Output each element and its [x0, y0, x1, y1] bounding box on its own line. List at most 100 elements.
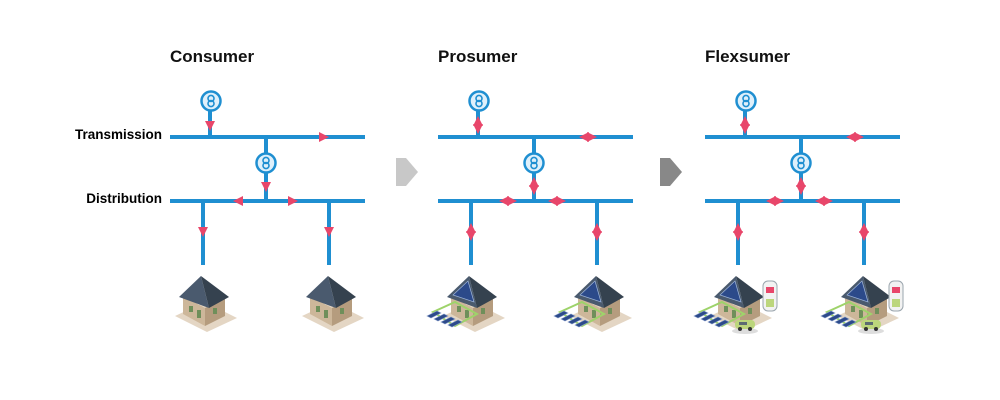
- arrow-down-icon: [198, 227, 208, 237]
- arrow-down-icon: [740, 124, 750, 134]
- roof-solar-panel: [846, 280, 869, 303]
- ground-solar-panel: [553, 310, 569, 319]
- solar-house-icon: [426, 276, 505, 332]
- arrow-left-icon: [766, 196, 776, 206]
- arrow-down-icon: [466, 231, 476, 241]
- panel-title: Prosumer: [438, 47, 518, 66]
- bidirectional-arrow-icon: [548, 196, 566, 206]
- house-icon: [302, 276, 364, 332]
- car-wheel: [874, 327, 878, 331]
- arrow-up-icon: [466, 223, 476, 233]
- ground-solar-panel: [820, 310, 836, 319]
- roof-solar-panel: [452, 280, 475, 303]
- arrow-down-icon: [859, 231, 869, 241]
- arrow-left-icon: [579, 132, 589, 142]
- bidirectional-arrow-icon: [499, 196, 517, 206]
- transformer-icon: [200, 90, 222, 112]
- car-wheel: [738, 327, 742, 331]
- window: [875, 308, 879, 314]
- bidirectional-arrow-icon: [796, 177, 806, 195]
- ground-solar-panel: [426, 310, 442, 319]
- chevron-arrow-icon: [660, 158, 682, 186]
- arrow-right-icon: [507, 196, 517, 206]
- arrow-up-icon: [796, 177, 806, 187]
- transformer-icon: [255, 152, 277, 174]
- wall-left: [183, 296, 205, 326]
- panel-prosumer: Prosumer: [426, 47, 633, 332]
- window: [189, 306, 193, 312]
- car-wheel: [748, 327, 752, 331]
- arrow-down-icon: [324, 227, 334, 237]
- roof-right: [736, 276, 764, 308]
- car-window: [739, 322, 747, 325]
- arrow-left-icon: [846, 132, 856, 142]
- arrow-up-icon: [473, 116, 483, 126]
- window: [340, 308, 344, 314]
- roof-left: [179, 276, 209, 308]
- window: [724, 306, 728, 312]
- window: [748, 308, 752, 314]
- arrow-down-icon: [592, 231, 602, 241]
- roof-left: [306, 276, 336, 308]
- panel-title: Consumer: [170, 47, 254, 66]
- arrow-right-icon: [319, 132, 329, 142]
- coil-bottom: [207, 99, 215, 108]
- arrow-down-icon: [473, 124, 483, 134]
- bidirectional-arrow-icon: [766, 196, 784, 206]
- arrow-down-icon: [796, 185, 806, 195]
- chevron-arrow-icon: [396, 158, 418, 186]
- roof-solar-panel: [579, 280, 602, 303]
- coil-bottom: [742, 99, 750, 108]
- ev-charger-icon: [762, 280, 778, 312]
- door: [732, 310, 736, 318]
- arrow-right-icon: [556, 196, 566, 206]
- ground-solar-panel: [440, 316, 456, 325]
- electric-car-icon: [732, 320, 758, 334]
- bidirectional-arrow-icon: [740, 116, 750, 134]
- bidirectional-arrow-icon: [579, 132, 597, 142]
- ground-solar-panel: [827, 313, 843, 322]
- bidirectional-arrow-icon: [846, 132, 864, 142]
- arrow-right-icon: [288, 196, 298, 206]
- solar-house-icon: [820, 276, 899, 332]
- bidirectional-arrow-icon: [815, 196, 833, 206]
- wall-left: [310, 296, 332, 326]
- ground-solar-panel: [447, 319, 463, 328]
- bidirectional-arrow-icon: [859, 223, 869, 241]
- distribution-label: Distribution: [86, 191, 162, 206]
- ground-solar-panel: [574, 319, 590, 328]
- car-window: [865, 322, 873, 325]
- arrow-down-icon: [205, 121, 215, 131]
- arrow-left-icon: [815, 196, 825, 206]
- coil-bottom: [475, 99, 483, 108]
- door: [324, 310, 328, 318]
- arrow-down-icon: [733, 231, 743, 241]
- coil-bottom: [530, 161, 538, 170]
- solar-house-icon: [553, 276, 632, 332]
- roof-solar-panel: [719, 280, 742, 303]
- transformer-icon: [468, 90, 490, 112]
- roof-right: [328, 276, 356, 308]
- ground-solar-panel: [693, 310, 709, 319]
- roof-right: [863, 276, 891, 308]
- arrow-right-icon: [854, 132, 864, 142]
- door: [592, 310, 596, 318]
- charger-screen: [766, 287, 774, 293]
- arrow-right-icon: [823, 196, 833, 206]
- ground-solar-panel: [834, 316, 850, 325]
- arrow-right-icon: [587, 132, 597, 142]
- roof-right: [201, 276, 229, 308]
- bidirectional-arrow-icon: [473, 116, 483, 134]
- door: [465, 310, 469, 318]
- house-icon: [175, 276, 237, 332]
- arrow-up-icon: [592, 223, 602, 233]
- arrow-left-icon: [233, 196, 243, 206]
- window: [608, 308, 612, 314]
- coil-bottom: [797, 161, 805, 170]
- ground-solar-panel: [841, 319, 857, 328]
- arrow-up-icon: [733, 223, 743, 233]
- arrow-right-icon: [774, 196, 784, 206]
- arrow-left-icon: [499, 196, 509, 206]
- bidirectional-arrow-icon: [466, 223, 476, 241]
- electric-car-icon: [858, 320, 884, 334]
